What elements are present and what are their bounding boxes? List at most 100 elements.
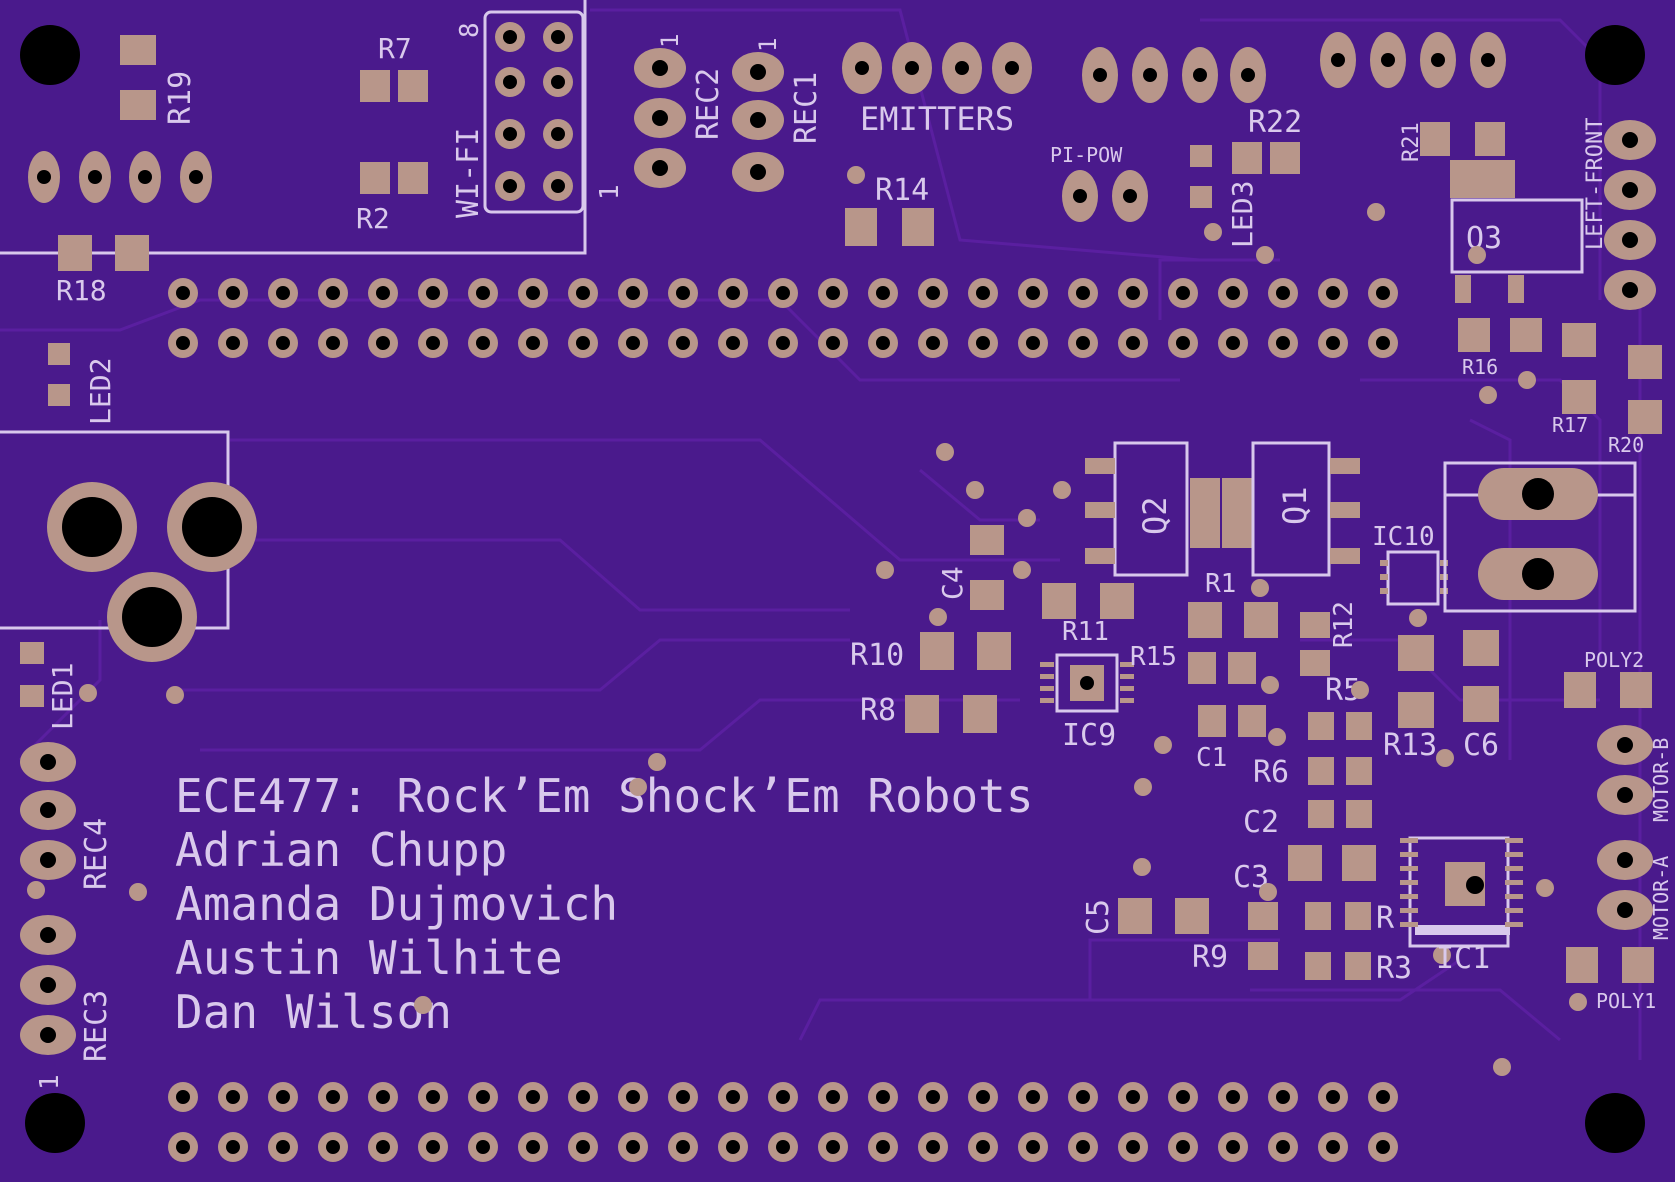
emitters-header: EMITTERS [842,42,1032,138]
wifi-module: WI-FI 8 1 [0,0,625,255]
author-1: Adrian Chupp [175,823,507,877]
header-pin-hole [826,1140,840,1154]
header-pin-hole [176,1090,190,1104]
r14: R14 [845,166,934,246]
header-pin-hole [1326,1140,1340,1154]
header-pin-hole [1076,1140,1090,1154]
header-pin-hole [776,1090,790,1104]
header-pin-hole [926,1140,940,1154]
q1-label: Q1 [1276,486,1314,525]
r20-label: R20 [1608,433,1644,457]
resistor-array-r6: R6 C2 [1243,712,1376,881]
header-pin-hole [826,336,840,350]
author-2: Amanda Dujmovich [175,877,618,931]
header-pin-hole [426,286,440,300]
wifi-pin1-label: 1 [595,184,625,200]
header-pin-hole [1226,1140,1240,1154]
header-pin-hole [826,286,840,300]
c6-label: C6 [1463,728,1499,763]
header-pin-hole [476,1090,490,1104]
r12-label: R12 [1329,601,1359,648]
c5-label: C5 [1081,899,1116,935]
top-right-header-b [1320,32,1506,88]
header-pin-hole [676,286,690,300]
rec3-pin1-label: 1 [35,1074,65,1090]
header-pin-hole [176,336,190,350]
header-pin-hole [526,286,540,300]
left-front-label: LEFT-FRONT [1583,118,1608,250]
header-pin-hole [226,1090,240,1104]
pi-pow-label: PI-POW [1050,143,1123,167]
r21-q3: R21 Q3 [1367,122,1584,303]
rec3-label: REC3 [79,990,114,1062]
ic10: IC10 [1372,522,1448,627]
header-pin-hole [876,1090,890,1104]
motor-headers: POLY2 MOTOR-B MOTOR-A POLY1 [1493,648,1673,1076]
header-pin-hole [1376,286,1390,300]
rec2-header: REC2 1 [634,34,726,188]
header-pin-hole [1176,286,1190,300]
c3-c5-r9-r3: C3 C5 R9 R R3 [1081,858,1451,986]
wifi-header-pads [495,22,573,201]
poly1-label: POLY1 [1596,989,1656,1013]
header-pin-hole [376,1090,390,1104]
pi-pow-header: PI-POW [1050,143,1148,222]
mounting-hole [1585,1093,1645,1153]
mounting-hole [25,1093,85,1153]
header-pin-hole [776,1140,790,1154]
title-block: ECE477: Rock’Em Shock’Em Robots Adrian C… [175,753,1034,1039]
header-pin-hole [726,1140,740,1154]
header-pin-hole [726,286,740,300]
r7-label: R7 [378,32,412,65]
header-pin-hole [776,286,790,300]
header-pin-hole [576,286,590,300]
header-pin-hole [326,1140,340,1154]
ic10-label: IC10 [1372,522,1435,552]
ic9-label: IC9 [1062,718,1116,753]
top-left-passives: R19 R7 R2 R18 [28,32,428,307]
header-pin-hole [376,336,390,350]
r15-label: R15 [1130,642,1177,672]
header-pin-hole [1376,336,1390,350]
header-pin-hole [326,286,340,300]
rec1-label: REC1 [789,72,824,144]
ic1-pins [1400,838,1523,927]
header-pin-hole [1026,1140,1040,1154]
r17-label: R17 [1552,413,1588,437]
power-jack [0,430,257,662]
r13-c6: R13 C6 [1383,630,1499,767]
c4-r11-r10: C4 R11 R10 [850,525,1134,673]
header-pin-hole [376,1140,390,1154]
header-pin-hole [226,1140,240,1154]
header-pin-hole [1176,1090,1190,1104]
header-pin-hole [976,286,990,300]
r9-label: R9 [1192,940,1228,975]
header-pin-hole [876,336,890,350]
r11-label: R11 [1062,617,1109,647]
header-pin-hole [926,286,940,300]
header-pin-hole [1326,286,1340,300]
header-pin-hole [976,1140,990,1154]
led2-label: LED2 [84,358,117,425]
r21-label: R21 [1399,122,1424,162]
q2-label: Q2 [1136,496,1174,535]
header-pin-hole [876,286,890,300]
r14-label: R14 [875,173,929,208]
rec1-header: REC1 1 [732,38,824,192]
gpio-header-bottom [168,1082,1398,1162]
q2-q1-mosfets: Q2 Q1 [876,441,1360,579]
header-pin-hole [726,336,740,350]
header-pin-hole [1276,336,1290,350]
c1-label: C1 [1196,743,1227,773]
rec4-rec3-header: REC4 REC3 1 [20,742,147,1090]
header-pin-hole [1176,336,1190,350]
header-pin-hole [426,336,440,350]
header-pin-hole [276,336,290,350]
header-pin-hole [526,336,540,350]
r10-label: R10 [850,638,904,673]
mounting-holes [20,25,1645,1153]
header-pin-hole [826,1090,840,1104]
r18-label: R18 [56,274,107,307]
header-pin-hole [1326,336,1340,350]
